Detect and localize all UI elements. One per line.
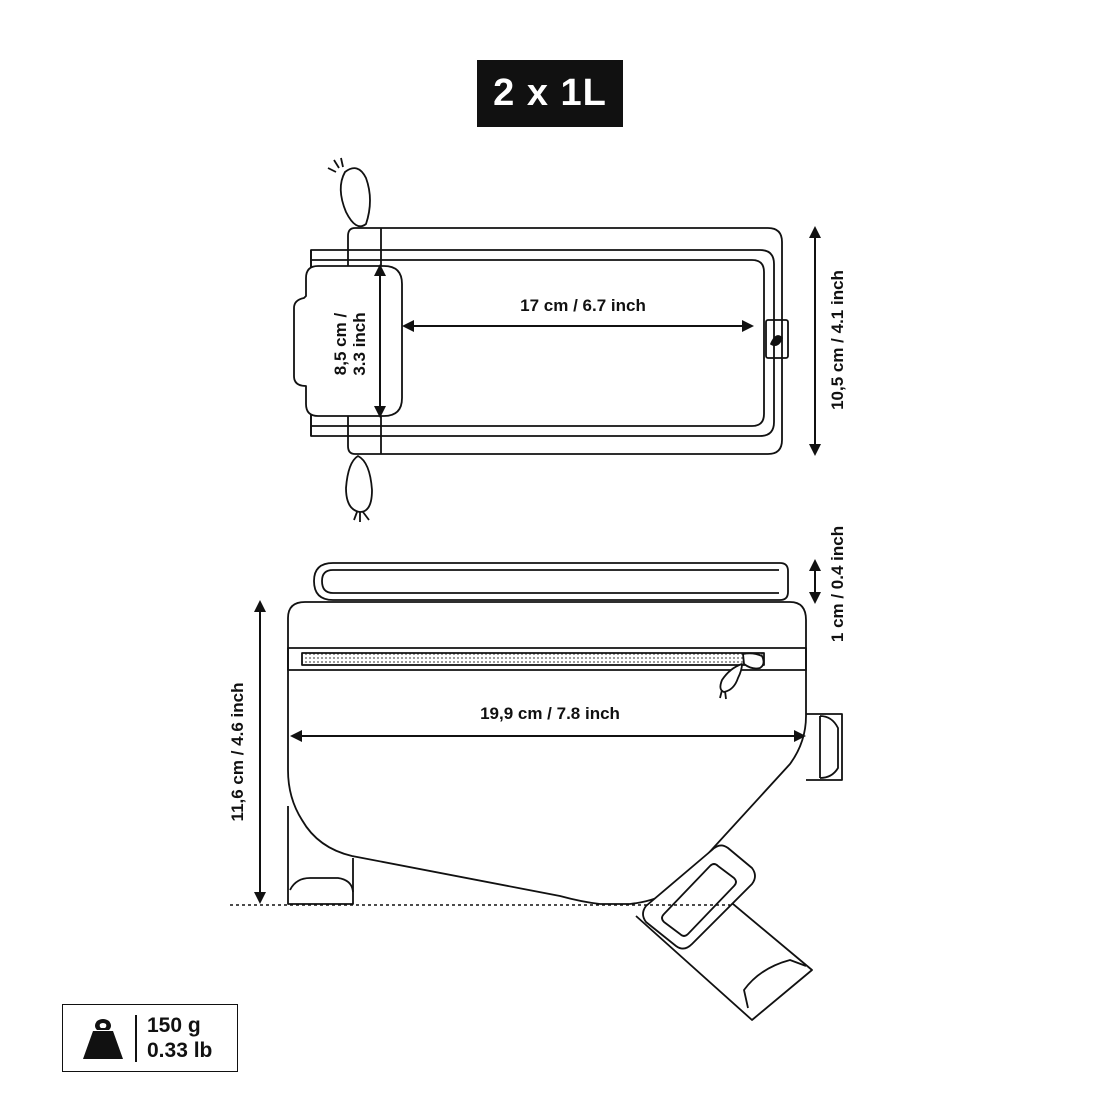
capacity-title: 2 x 1L [477, 60, 623, 127]
weight-imperial: 0.33 lb [147, 1039, 213, 1062]
lid-thickness-label: 1 cm / 0.4 inch [828, 526, 847, 642]
cord-toggle-top [327, 157, 371, 228]
side-zipper-band [287, 647, 807, 671]
side-strap-left [287, 806, 354, 905]
top-view-shell [347, 227, 783, 455]
top-view-lid [310, 249, 775, 437]
weight-info-box: 150 g 0.33 lb [62, 1004, 238, 1072]
strap-buckle [642, 844, 756, 950]
weight-icon [83, 1019, 123, 1059]
side-height-label: 11,6 cm / 4.6 inch [228, 683, 247, 822]
window-height-label-line2: 3.3 inch [350, 312, 369, 375]
side-zipper [301, 652, 765, 666]
cord-toggle-bottom [345, 455, 373, 522]
zipper-tab [765, 319, 789, 359]
overall-height-label: 10,5 cm / 4.1 inch [828, 270, 847, 410]
rolled-lid [313, 562, 789, 601]
side-view-body [287, 601, 807, 905]
side-strap-diagonal [635, 844, 813, 1021]
weight-values: 150 g 0.33 lb [147, 1013, 212, 1063]
side-length-label: 19,9 cm / 7.8 inch [480, 704, 620, 723]
side-view [287, 562, 843, 1021]
side-strap-right [806, 713, 843, 781]
weight-separator [135, 1015, 137, 1062]
zipper-pull [719, 652, 765, 700]
window-height-label-line1: 8,5 cm / [331, 313, 350, 376]
weight-metric: 150 g [147, 1014, 201, 1037]
top-length-label: 17 cm / 6.7 inch [520, 296, 646, 315]
